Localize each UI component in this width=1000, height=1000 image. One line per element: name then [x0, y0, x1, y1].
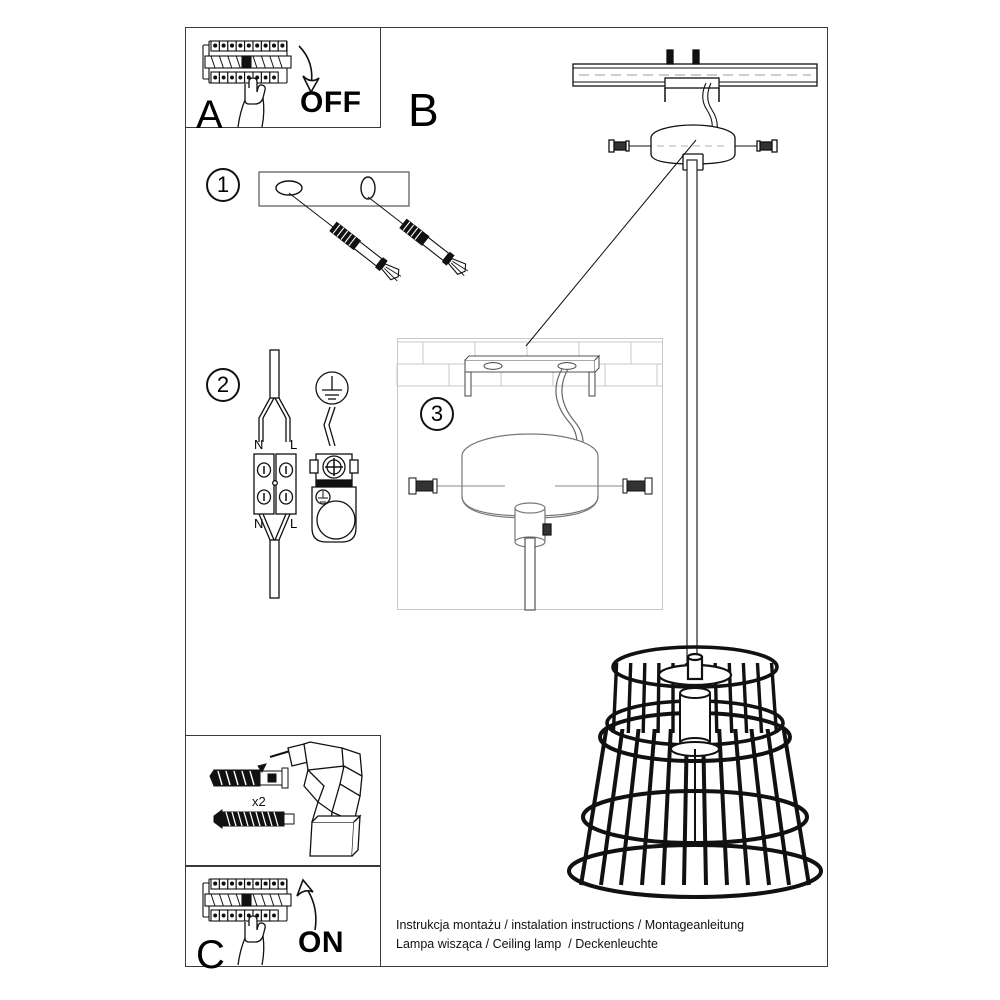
- panel-b-letter: B: [408, 84, 439, 136]
- tools-illustration: x2: [209, 741, 363, 857]
- sheet-outer-frame: [185, 27, 828, 967]
- terminal-label-n-top: N: [254, 437, 263, 452]
- ceiling-assembly-illustration: [572, 49, 818, 171]
- step-1-illustration: [258, 171, 469, 282]
- panel-a-letter: A: [196, 93, 223, 137]
- step-2-illustration: N L N L: [253, 349, 359, 599]
- step-2-number: 2: [206, 368, 240, 402]
- panel-a-frame: [185, 27, 381, 128]
- terminal-label-n-bottom: N: [254, 516, 263, 531]
- side-screw-right: [555, 477, 653, 495]
- screw-icon: [213, 809, 295, 829]
- step-3-illustration: [396, 341, 663, 611]
- hand-icon: [237, 77, 266, 128]
- tools-panel-frame: [185, 735, 381, 866]
- panel-c-action-label: ON: [298, 926, 344, 959]
- caption-line-2: Lampa wisząca / Ceiling lamp / Deckenleu…: [396, 937, 658, 951]
- power-drill-icon: [269, 741, 363, 857]
- arrow-down-icon: [298, 45, 320, 94]
- hand-icon: [237, 915, 266, 966]
- suspension-rod: [686, 159, 698, 666]
- step-1-number: 1: [206, 168, 240, 202]
- panel-a-breaker-illustration: [202, 40, 320, 128]
- panel-a-action-label: OFF: [300, 86, 362, 119]
- anchor-screw-left: [288, 192, 402, 282]
- wall-plug-anchor-icon: [209, 763, 289, 789]
- side-screw-left: [408, 477, 505, 495]
- brick-wall-pattern: [396, 341, 663, 387]
- panel-c-breaker-illustration: [202, 878, 317, 966]
- earth-ground-icon: [315, 371, 349, 405]
- anchor-screw-right: [367, 196, 469, 276]
- panel-c-frame: [185, 866, 381, 967]
- terminal-label-l-top: L: [290, 437, 297, 452]
- lamp-shade-cage: [567, 645, 823, 899]
- panel-c-letter: C: [196, 933, 225, 977]
- arrow-up-icon: [296, 878, 317, 931]
- callout-leader-line: [525, 139, 697, 347]
- terminal-label-l-bottom: L: [290, 516, 297, 531]
- step-3-number: 3: [420, 397, 454, 431]
- caption-line-1: Instrukcja montażu / instalation instruc…: [396, 918, 745, 932]
- tools-quantity-label: x2: [252, 794, 266, 809]
